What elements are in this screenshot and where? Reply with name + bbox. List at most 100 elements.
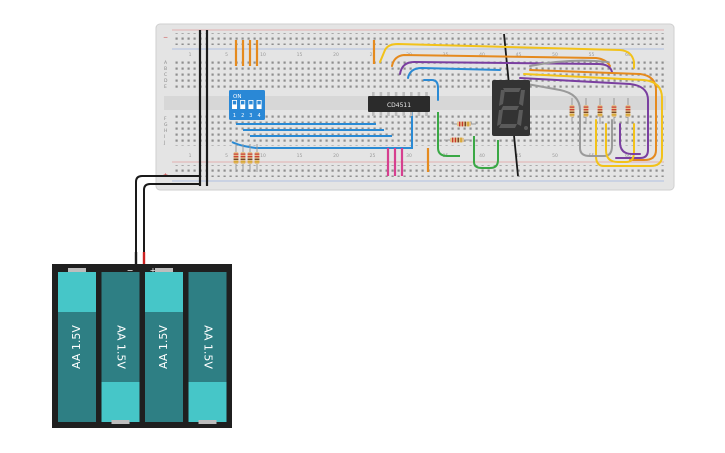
column-number: 30 [406, 153, 412, 159]
yellow-wire [523, 73, 663, 167]
dip-toggle[interactable] [256, 100, 262, 109]
ic-pin [410, 92, 413, 96]
column-number: 5 [225, 52, 228, 58]
battery-terminal [111, 420, 130, 424]
battery-terminal [68, 268, 86, 272]
column-number: 5 [225, 153, 228, 159]
column-number: 60 [625, 52, 631, 58]
rail-minus-label: − [163, 34, 168, 41]
battery-negative-lead [135, 175, 199, 264]
resistor-band [240, 158, 246, 160]
resistor-band [233, 153, 239, 155]
row-letter: A [164, 60, 168, 66]
gray-wire [515, 81, 613, 157]
blue-wire [231, 112, 413, 149]
resistor-band [464, 121, 466, 127]
ic-pin [372, 112, 375, 116]
resistor-band [611, 114, 617, 116]
resistor-band [457, 137, 459, 143]
top-power-rail [172, 33, 664, 45]
column-number: 1 [189, 52, 192, 58]
long-wires [379, 42, 663, 167]
gray-wire [529, 59, 609, 67]
column-number: 50 [552, 153, 558, 159]
pink-wires [386, 148, 404, 176]
dip-position-label: 4 [258, 113, 261, 119]
column-number: 15 [297, 52, 303, 58]
column-number: 55 [589, 52, 595, 58]
resistor-band [625, 114, 631, 116]
column-number: 45 [516, 52, 522, 58]
resistor [583, 105, 589, 117]
display-segments [497, 88, 528, 130]
green-wire [473, 136, 499, 169]
ic-pin [372, 92, 375, 96]
segment-dp [524, 126, 528, 130]
resistor-band [460, 137, 462, 143]
resistor [625, 105, 631, 117]
battery-cap [188, 382, 227, 422]
row-letter: C [164, 72, 167, 78]
ic-pin [379, 92, 383, 96]
dip-toggle[interactable] [240, 100, 246, 109]
resistor [247, 152, 253, 164]
dip-toggle[interactable] [248, 100, 254, 109]
column-number: 40 [479, 52, 485, 58]
ic-pin [387, 92, 390, 96]
ic-pin [410, 112, 413, 116]
ic-pin [394, 92, 398, 96]
resistor-band [467, 121, 469, 127]
ic-body [368, 96, 430, 112]
segment-e [497, 110, 503, 126]
battery-leads [134, 175, 199, 266]
dip-on-label: ON [233, 94, 241, 100]
resistor-band [611, 106, 617, 108]
row-letter: H [164, 128, 167, 134]
battery-cell-label: AA 1.5V [202, 325, 215, 369]
column-number: 50 [552, 52, 558, 58]
yellow-wire [379, 42, 635, 69]
resistor-band [459, 121, 461, 127]
resistor-band [597, 111, 603, 113]
dip-toggle-knob [241, 100, 245, 105]
battery-terminal [198, 420, 217, 424]
column-number: 25 [370, 52, 376, 58]
dip-switch-body [229, 90, 265, 120]
resistor [569, 105, 575, 117]
column-number: 40 [479, 153, 485, 159]
row-letter: F [164, 116, 167, 122]
dip-toggle-knob [249, 100, 253, 105]
segment-a [503, 88, 521, 92]
dip-position-label: 1 [233, 113, 236, 119]
row-letter: J [163, 140, 165, 146]
segment-d [499, 124, 517, 128]
column-number: 10 [260, 52, 266, 58]
resistor [597, 105, 603, 117]
dip-toggle[interactable] [232, 100, 237, 109]
resistor-band [569, 109, 575, 111]
row-letter: D [164, 78, 168, 84]
column-number: 15 [297, 153, 303, 159]
column-number: 1 [189, 153, 192, 159]
resistor-band [254, 153, 260, 155]
resistor-band [569, 111, 575, 113]
resistor-band [583, 111, 589, 113]
battery-cap [58, 272, 96, 312]
ic-pin [402, 112, 405, 116]
resistor-band [583, 109, 589, 111]
resistor [254, 152, 260, 164]
ic-pin [417, 92, 421, 96]
ic-pin [387, 112, 390, 116]
battery-cell-label: AA 1.5V [70, 325, 83, 369]
battery-minus-label: − [127, 266, 134, 275]
ic-pins [372, 92, 428, 116]
seven-segment-display: 8 [492, 80, 530, 136]
purple-wire [399, 60, 613, 75]
resistor-band [611, 109, 617, 111]
